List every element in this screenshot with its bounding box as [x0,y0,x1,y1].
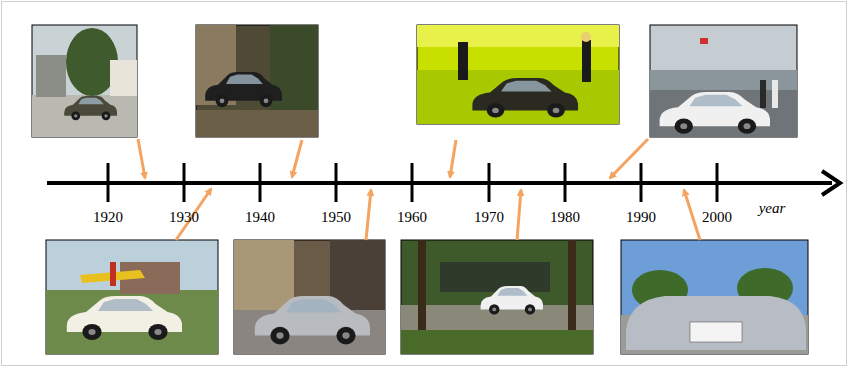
car-photo [650,25,797,137]
car-photo [621,240,808,354]
car-photo [234,240,385,354]
leader-arrow [138,139,700,240]
car-photo [46,240,218,354]
year-label: 1950 [321,210,351,225]
year-label: 1990 [626,210,656,225]
car-photo [32,25,137,137]
year-label: 1920 [93,210,123,225]
time-axis [47,163,840,202]
axis-title: year [759,201,786,216]
car-photo [196,25,318,137]
car-photo [417,25,619,124]
year-label: 1970 [474,210,504,225]
car-photo [401,240,593,354]
year-label: 1940 [245,210,275,225]
year-label: 2000 [702,210,732,225]
year-label: 1930 [169,210,199,225]
year-label: 1980 [550,210,580,225]
year-label: 1960 [397,210,427,225]
